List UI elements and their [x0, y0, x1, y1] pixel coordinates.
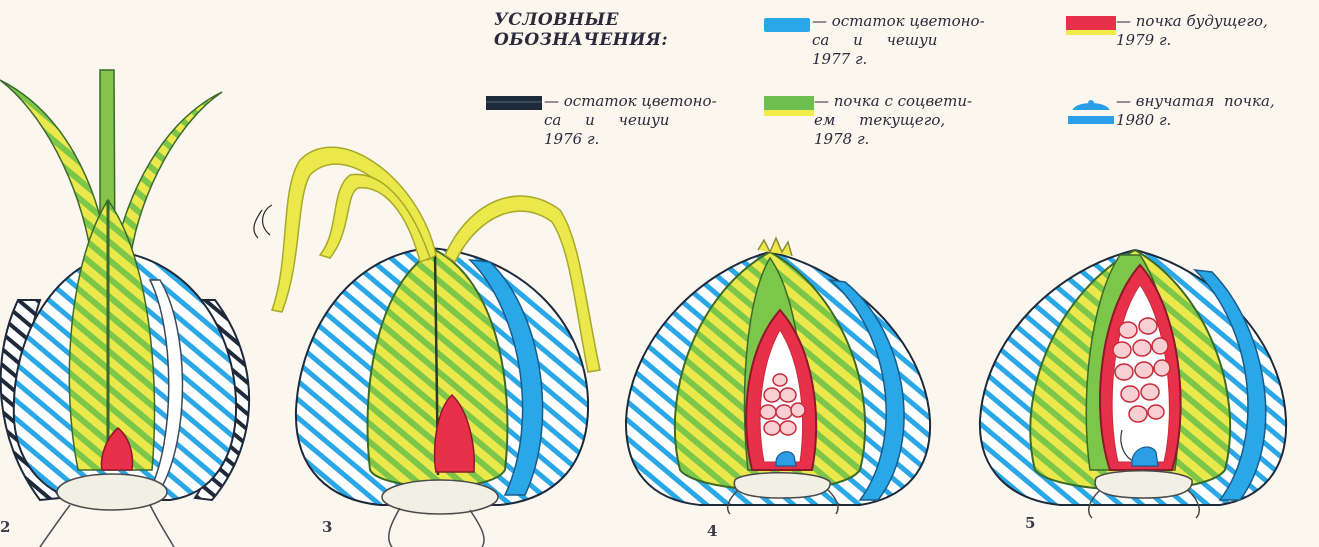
legend-text-1979: — почка будущего, 1979 г.: [1116, 12, 1268, 50]
legend-title: УСЛОВНЫЕ ОБОЗНАЧЕНИЯ:: [494, 10, 668, 50]
legend-text-1976: — остаток цветоно- са и чешуи 1976 г.: [544, 92, 717, 149]
legend-swatch-1980: [1068, 92, 1114, 124]
figure-2-bulb: [0, 70, 249, 547]
figure-number-5: 5: [1025, 514, 1035, 532]
legend-swatch-1977: [764, 16, 810, 34]
figure-4-basal-plate: [734, 473, 830, 498]
figure-number-3: 3: [322, 518, 332, 536]
figure-2-basal-plate: [57, 474, 167, 510]
legend-swatch-1979: [1066, 14, 1116, 38]
figure-4-grandchild-bud: [776, 452, 796, 466]
legend-swatch-1978: [764, 94, 814, 118]
legend-swatch-1976: [486, 94, 542, 112]
figure-number-4: 4: [707, 522, 717, 540]
figure-number-2: 2: [0, 518, 10, 536]
legend-text-1977: — остаток цветоно- са и чешуи 1977 г.: [812, 12, 985, 69]
figure-5-basal-plate: [1095, 471, 1192, 498]
figure-2-green-bud: [69, 200, 154, 470]
figure-4-bulb: [626, 238, 930, 514]
legend-text-1978: — почка с соцвети- ем текущего, 1978 г.: [814, 92, 972, 149]
legend-text-1980: — внучатая почка, 1980 г.: [1116, 92, 1275, 130]
figure-5-bulb: [980, 250, 1286, 518]
figure-3-bulb: [254, 147, 600, 547]
